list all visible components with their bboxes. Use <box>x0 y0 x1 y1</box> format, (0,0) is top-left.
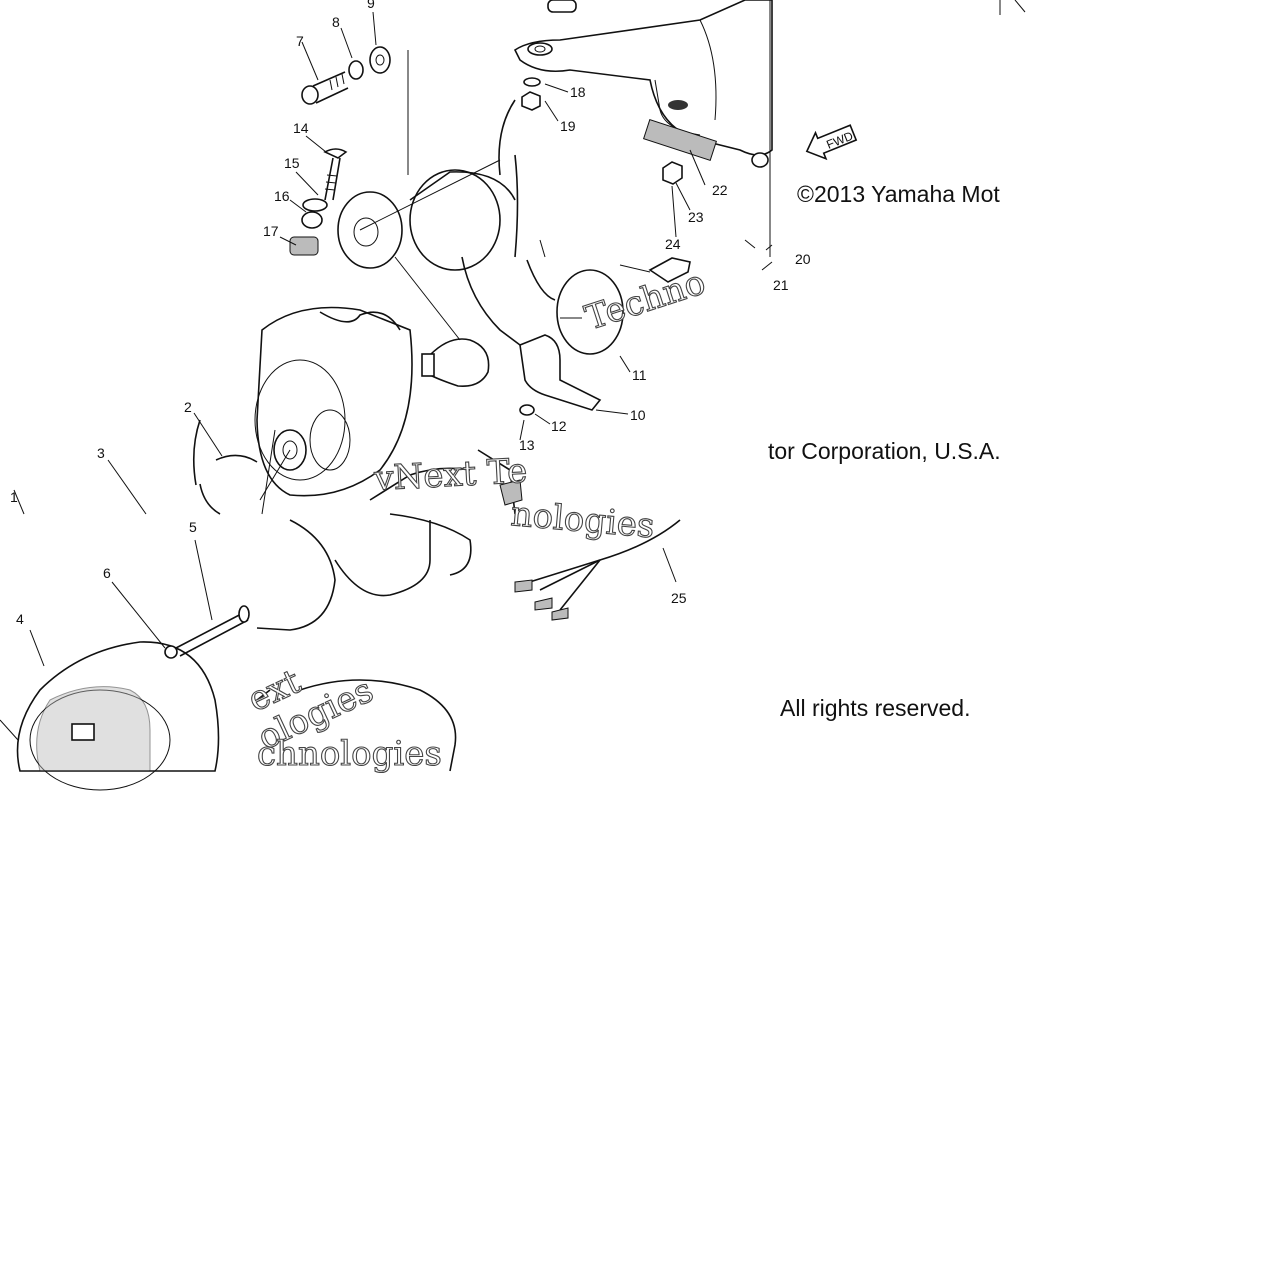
callout-21: 21 <box>773 277 789 293</box>
callout-24: 24 <box>665 236 681 252</box>
callout-19: 19 <box>560 118 576 134</box>
tile-middle <box>254 244 773 515</box>
callout-18: 18 <box>570 84 586 100</box>
callout-4: 4 <box>16 611 24 627</box>
fwd-arrow-icon: FWD <box>805 124 858 161</box>
callout-23: 23 <box>688 209 704 225</box>
tile-left <box>0 412 258 791</box>
callout-5: 5 <box>189 519 197 535</box>
copyright-line-1: ©2013 Yamaha Mot <box>797 181 1000 207</box>
callout-25: 25 <box>671 590 687 606</box>
watermark-text-3: nologies <box>509 494 656 546</box>
tile-top <box>289 0 773 271</box>
callout-16: 16 <box>274 188 290 204</box>
tile-bottom <box>256 513 681 772</box>
callout-22: 22 <box>712 182 728 198</box>
leader-lines-middle <box>519 355 631 441</box>
callout-13: 13 <box>519 437 535 453</box>
callout-17: 17 <box>263 223 279 239</box>
copyright-line-2: tor Corporation, U.S.A. <box>768 438 1001 464</box>
bolt-7 <box>301 71 349 105</box>
copyright-line-3: All rights reserved. <box>780 695 971 721</box>
callout-11: 11 <box>632 367 647 383</box>
watermark-text-6: chnologies <box>257 734 442 774</box>
callout-15: 15 <box>284 155 300 171</box>
callout-12: 12 <box>551 418 567 434</box>
callout-numbers: 1 2 3 4 5 6 7 8 9 10 11 12 13 14 15 16 1… <box>10 0 811 627</box>
callout-3: 3 <box>97 445 105 461</box>
callout-20: 20 <box>795 251 811 267</box>
leader-lines-top <box>279 0 1026 246</box>
callout-9: 9 <box>367 0 375 11</box>
callout-10: 10 <box>630 407 646 423</box>
fwd-label: FWD <box>824 129 855 152</box>
callout-1: 1 <box>10 489 18 505</box>
callout-8: 8 <box>332 14 340 30</box>
callout-7: 7 <box>296 33 304 49</box>
watermark-text-2: vNext Te <box>372 451 528 499</box>
callout-2: 2 <box>184 399 192 415</box>
callout-6: 6 <box>103 565 111 581</box>
callout-14: 14 <box>293 120 309 136</box>
